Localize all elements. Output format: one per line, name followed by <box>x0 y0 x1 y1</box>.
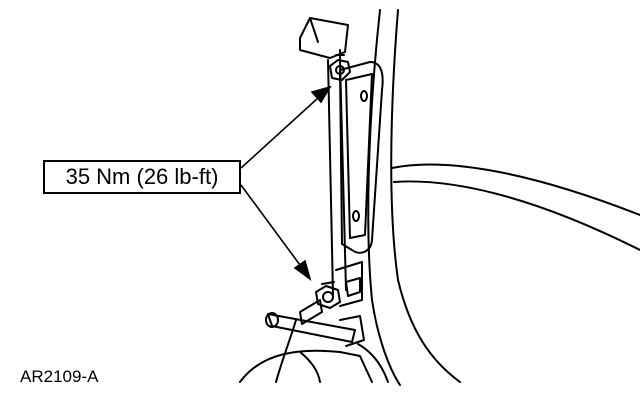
torque-callout-box: 35 Nm (26 lb-ft) <box>43 160 241 194</box>
body-panel-outline <box>367 9 401 386</box>
cable-upper <box>391 163 640 216</box>
anchor-tube <box>267 313 356 343</box>
lower-bracket <box>335 261 363 307</box>
body-panel-inner-curve <box>390 9 461 383</box>
top-nut <box>329 49 351 81</box>
pillar-trim-plate <box>339 61 384 254</box>
bottom-nut <box>315 281 341 309</box>
upper-slot <box>360 90 368 102</box>
arrowhead-bottom <box>293 259 312 282</box>
pillar-rail-left <box>327 59 334 296</box>
arrowhead-top <box>310 85 332 104</box>
leader-lines <box>240 85 332 282</box>
trim-plate-inner <box>345 73 373 239</box>
leader-line-top <box>240 97 319 169</box>
pillar-rail-right <box>339 59 347 291</box>
lower-slot <box>352 210 360 222</box>
cable-lower <box>393 180 640 251</box>
floor-trim <box>239 349 373 383</box>
torque-label: 35 Nm (26 lb-ft) <box>65 164 219 189</box>
figure-id: AR2109-A <box>20 367 99 386</box>
leader-line-bottom <box>240 184 301 266</box>
